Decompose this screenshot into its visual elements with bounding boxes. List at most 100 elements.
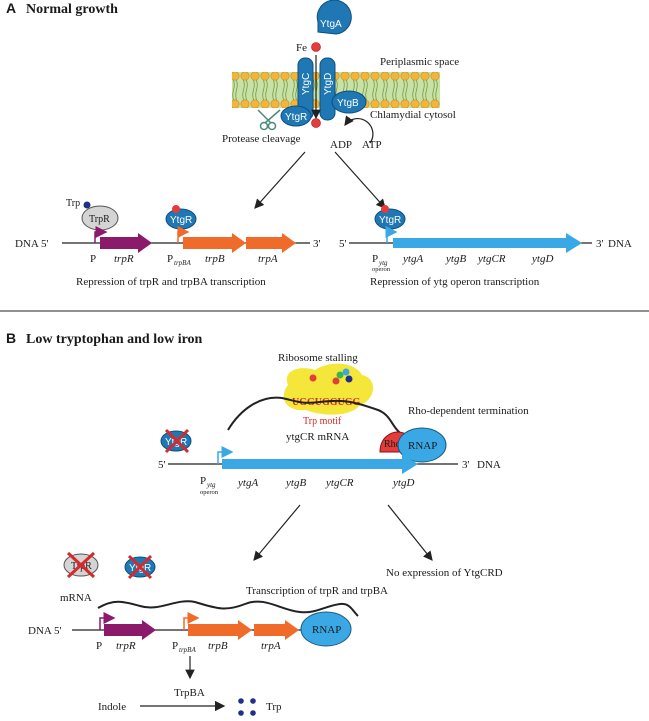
- ytgr-left-label: YtgR: [170, 215, 192, 226]
- ytgcr-gene-a: ytgCR: [477, 253, 506, 265]
- rnap-bottom-label: RNAP: [312, 624, 341, 636]
- aa-dot-2: [332, 377, 340, 385]
- b-ptrpba-sub: trpBA: [179, 646, 196, 654]
- trp-operon-mrna: [97, 600, 359, 617]
- trpr-promoter-arrow-b: [99, 612, 116, 630]
- trp-small-label: Trp: [66, 198, 80, 209]
- pytg-a-sub: ytg: [378, 259, 388, 267]
- right-three-prime: 3': [596, 238, 604, 250]
- trp-dot-3: [238, 710, 244, 716]
- iron-right: [381, 205, 389, 213]
- ytg-operon-arrow-a: [393, 233, 582, 253]
- trpa-gene-arrow-b: [254, 620, 299, 640]
- ytgd-label: YtgD: [323, 73, 334, 95]
- panel-a-title: Normal growth: [26, 2, 118, 17]
- mrna-label: mRNA: [60, 592, 92, 604]
- ytgr-right-label: YtgR: [379, 215, 401, 226]
- trp-molecule: [83, 201, 91, 209]
- b-ptrpba-main: P: [172, 640, 178, 652]
- b-dna-label: DNA: [477, 459, 501, 471]
- trpba-promoter-arrow: [177, 226, 190, 243]
- arrow-to-trp-synthesis: [253, 504, 301, 561]
- b-three-prime: 3': [462, 459, 470, 471]
- transcription-label: Transcription of trpR and trpBA: [246, 585, 388, 597]
- trp-product-label: Trp: [266, 701, 282, 713]
- b-trpb-label: trpB: [208, 640, 228, 652]
- ytgcr-mrna: [227, 396, 406, 437]
- ytg-promoter-arrow-b: [217, 446, 234, 464]
- right-five-prime: 5': [339, 238, 347, 250]
- ytga-gene-b: ytgA: [237, 477, 258, 489]
- operon-a-label: operon: [372, 266, 391, 273]
- iron-atom-bottom: [311, 118, 321, 128]
- cytosol-label: Chlamydial cytosol: [370, 109, 456, 121]
- arrow-to-no-expression: [387, 504, 433, 561]
- aa-dot-5: [345, 375, 353, 383]
- adp-label: ADP: [330, 139, 352, 151]
- right-dna-label: DNA: [608, 238, 632, 250]
- ytga-gene-a: ytgA: [402, 253, 423, 265]
- rnap-top: [397, 427, 447, 463]
- rho-label: Rho: [384, 439, 401, 450]
- trpr-gene-arrow: [100, 233, 152, 253]
- trpr-gene-label: trpR: [114, 253, 134, 265]
- trpb-label: trpB: [205, 253, 225, 265]
- pytg-b-sub: ytg: [206, 481, 216, 489]
- left-dna-label: DNA 5': [15, 238, 48, 250]
- trpba-enzyme-label: TrpBA: [174, 687, 205, 699]
- ptrpba-main: P: [167, 253, 173, 265]
- ytga-label: YtgA: [320, 19, 342, 30]
- mrna-ytgcr-label: ytgCR mRNA: [286, 431, 349, 443]
- ytg-operon-arrow-b: [222, 454, 418, 474]
- arrow-to-left-operon: [254, 151, 306, 209]
- aa-dot-3: [336, 371, 344, 379]
- b-p-label: P: [96, 640, 102, 652]
- arrow-to-right-operon: [334, 151, 386, 209]
- aa-dot-4: [342, 368, 350, 376]
- b-dna-left-label: DNA 5': [28, 625, 61, 637]
- protease-label: Protease cleavage: [222, 133, 301, 145]
- atp-label: ATP: [362, 139, 382, 151]
- trp-dot-4: [250, 710, 256, 716]
- trpr-gene-arrow-b: [104, 620, 156, 640]
- no-expression-label: No expression of YtgCRD: [386, 567, 503, 579]
- trp-dot-1: [238, 698, 244, 704]
- indole-label: Indole: [98, 701, 126, 713]
- atp-hydrolysis-arrow: [344, 115, 374, 144]
- pytg-b-main: P: [200, 475, 206, 487]
- ytgb-gene-b: ytgB: [285, 477, 306, 489]
- trpba-promoter-arrow-b: [183, 612, 200, 630]
- ytgc-label: YtgC: [301, 73, 312, 95]
- p-left-label: P: [90, 253, 96, 265]
- trp-motif-label: Trp motif: [303, 416, 342, 427]
- pytg-a-main: P: [372, 253, 378, 265]
- scissors-icon: [257, 109, 281, 131]
- trpb-gene-arrow-b: [188, 620, 252, 640]
- iron-atom-top: [311, 42, 321, 52]
- periplasmic-label: Periplasmic space: [380, 56, 459, 68]
- ytgd-gene-b: ytgD: [392, 477, 414, 489]
- b-trpr-gene-label: trpR: [116, 640, 136, 652]
- panel-a: A Normal growth YtgA Fe Periplasmic spac…: [6, 0, 632, 288]
- b-trpa-label: trpA: [261, 640, 281, 652]
- ptrpba-sub: trpBA: [174, 259, 191, 267]
- rho-termination-label: Rho-dependent termination: [408, 405, 529, 417]
- aa-dot-1: [309, 374, 317, 382]
- ytgb-label: YtgB: [337, 98, 359, 109]
- trpa-label: trpA: [258, 253, 278, 265]
- fe-label: Fe: [296, 42, 307, 54]
- panel-b-title: Low tryptophan and low iron: [26, 332, 203, 347]
- ytgcr-gene-b: ytgCR: [325, 477, 354, 489]
- motif-sequence: UGGUGGUGG: [292, 397, 361, 408]
- ytgr-membrane-label: YtgR: [285, 112, 307, 123]
- ytga-protein: [316, 0, 352, 35]
- panel-b: B Low tryptophan and low iron Ribosome s…: [6, 330, 529, 716]
- rnap-top-label: RNAP: [408, 440, 437, 452]
- b-five-prime: 5': [158, 459, 166, 471]
- trpr-protein-label: TrpR: [89, 214, 110, 225]
- ytgd-gene-a: ytgD: [531, 253, 553, 265]
- rnap-bottom: [300, 611, 352, 647]
- ytgb-protein: [331, 90, 367, 114]
- ytgd-protein: [319, 57, 336, 121]
